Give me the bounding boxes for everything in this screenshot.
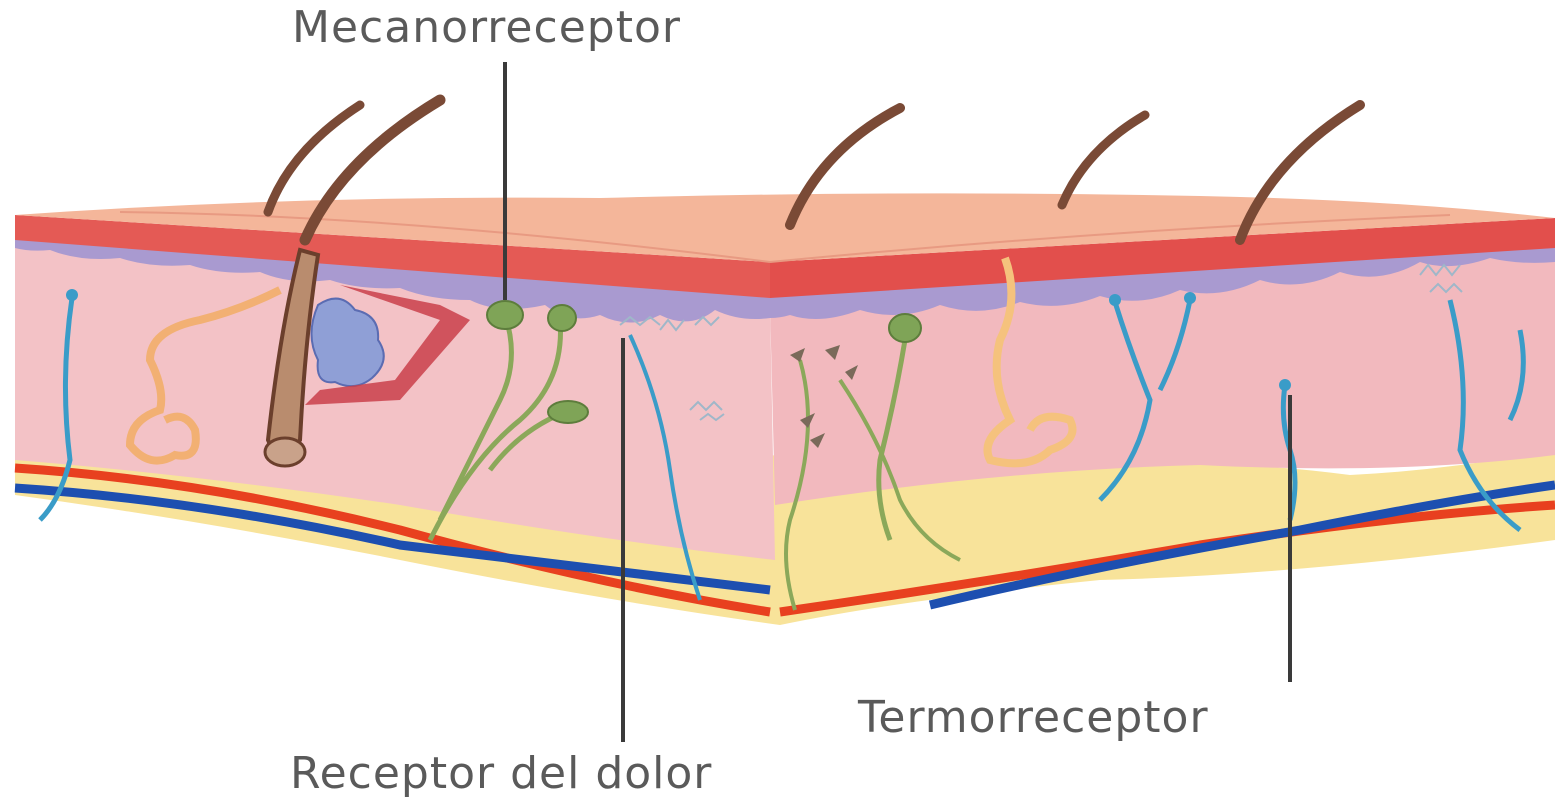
mechanoreceptor-ending-4 — [889, 314, 921, 342]
pain-receptor-label: Receptor del dolor — [290, 752, 712, 796]
thermoreceptor-label: Termorreceptor — [858, 696, 1209, 740]
thermoreceptor-ending-4 — [66, 289, 78, 301]
mechanoreceptor-ending-1 — [487, 301, 523, 329]
thermoreceptor-ending-1 — [1109, 294, 1121, 306]
mechanoreceptor-ending-3 — [548, 401, 588, 423]
mechanoreceptor-label: Mecanorreceptor — [292, 6, 681, 50]
hair-strand-1 — [268, 105, 360, 212]
thermoreceptor-ending-3 — [1279, 379, 1291, 391]
hair-bulb — [265, 438, 305, 466]
thermoreceptor-ending-2 — [1184, 292, 1196, 304]
hair-strand-4 — [1062, 115, 1145, 205]
mechanoreceptor-ending-2 — [548, 305, 576, 331]
